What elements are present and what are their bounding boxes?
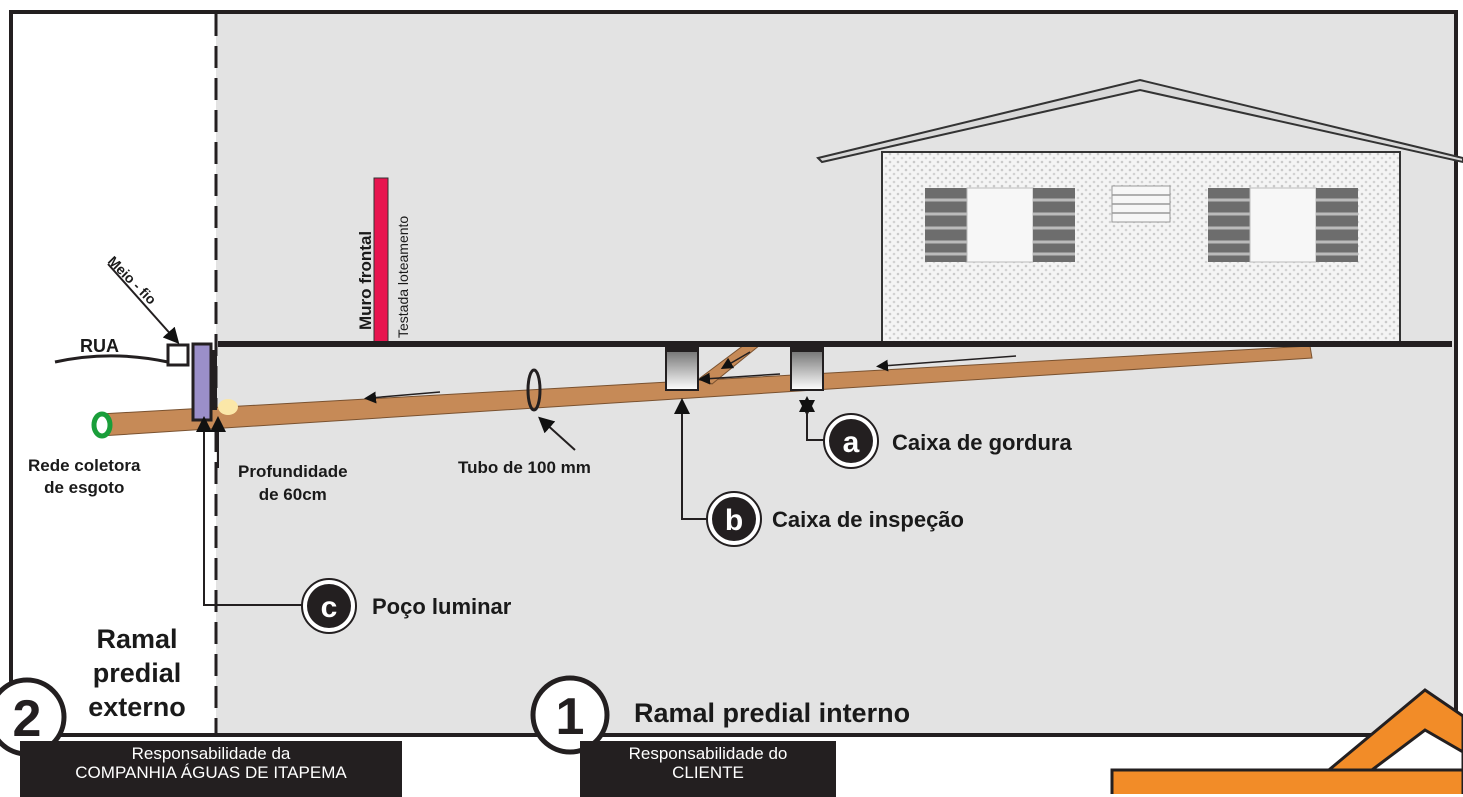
client-responsibility-box: Responsabilidade do CLIENTE	[580, 741, 836, 797]
flow-arrows	[364, 351, 1017, 404]
caixa-gordura-label: Caixa de gordura	[892, 430, 1072, 455]
client-responsibility-line2: CLIENTE	[672, 763, 744, 782]
ramal-externo-line3: externo	[88, 692, 186, 722]
ramal-externo-line1: Ramal	[96, 624, 178, 654]
curb-block	[166, 343, 190, 367]
tubo-label: Tubo de 100 mm	[458, 458, 591, 477]
pipe-ring	[526, 368, 542, 412]
ramal-interno-label: Ramal predial interno	[634, 698, 911, 728]
company-responsibility-box: Responsabilidade da COMPANHIA ÁGUAS DE I…	[20, 741, 402, 797]
rede-coletora-line1: Rede coletora	[28, 456, 141, 475]
leader-b	[681, 410, 710, 520]
profundidade-line1: Profundidade	[238, 462, 348, 481]
profundidade-label: Profundidade de 60cm	[238, 460, 348, 506]
street-line	[54, 354, 169, 364]
diagram-frame	[9, 10, 1458, 737]
marker-a: a	[823, 413, 879, 469]
rede-coletora-line2: de esgoto	[44, 478, 125, 497]
muro-frontal-label: Muro frontal	[356, 231, 375, 330]
house-vent	[1111, 185, 1171, 223]
marker-b: b	[706, 491, 762, 547]
svg-text:b: b	[725, 504, 743, 537]
meio-fio-arrow	[107, 263, 180, 344]
marker-c: c	[301, 578, 357, 634]
inspection-box	[665, 344, 699, 391]
company-responsibility-line1: Responsabilidade da	[131, 744, 291, 763]
orange-badge	[1110, 688, 1463, 794]
sewer-network-pipe-end	[91, 411, 113, 439]
rua-label: RUA	[80, 336, 119, 356]
svg-text:1: 1	[556, 688, 585, 746]
rede-coletora-label: Rede coletora de esgoto	[28, 455, 140, 499]
grease-box	[790, 344, 824, 391]
house-window-left	[925, 187, 1075, 263]
house-window-right	[1208, 187, 1358, 263]
front-wall	[373, 177, 389, 343]
svg-text:a: a	[843, 426, 860, 459]
pipe-inlet	[218, 399, 238, 415]
inspection-well	[191, 342, 213, 422]
house-roof	[816, 78, 1463, 164]
client-responsibility-line1: Responsabilidade do	[628, 744, 788, 763]
house	[816, 78, 1463, 343]
ramal-externo-line2: predial	[92, 658, 182, 688]
profundidade-line2: de 60cm	[258, 485, 327, 504]
marker-one: 1	[530, 675, 610, 755]
testada-label: Testada loteamento	[395, 216, 411, 338]
inspection-well-cap	[212, 350, 217, 410]
poco-luminar-label: Poço luminar	[372, 594, 512, 619]
tubo-arrow	[538, 416, 576, 451]
svg-text:2: 2	[13, 690, 42, 748]
caixa-inspecao-label: Caixa de inspeção	[772, 507, 964, 532]
svg-text:c: c	[321, 591, 338, 624]
ramal-externo-label: Ramal predial externo	[72, 622, 202, 724]
leader-c	[203, 426, 303, 606]
meio-fio-label: Meio - fio	[105, 253, 160, 308]
company-responsibility-line2: COMPANHIA ÁGUAS DE ITAPEMA	[75, 763, 347, 782]
